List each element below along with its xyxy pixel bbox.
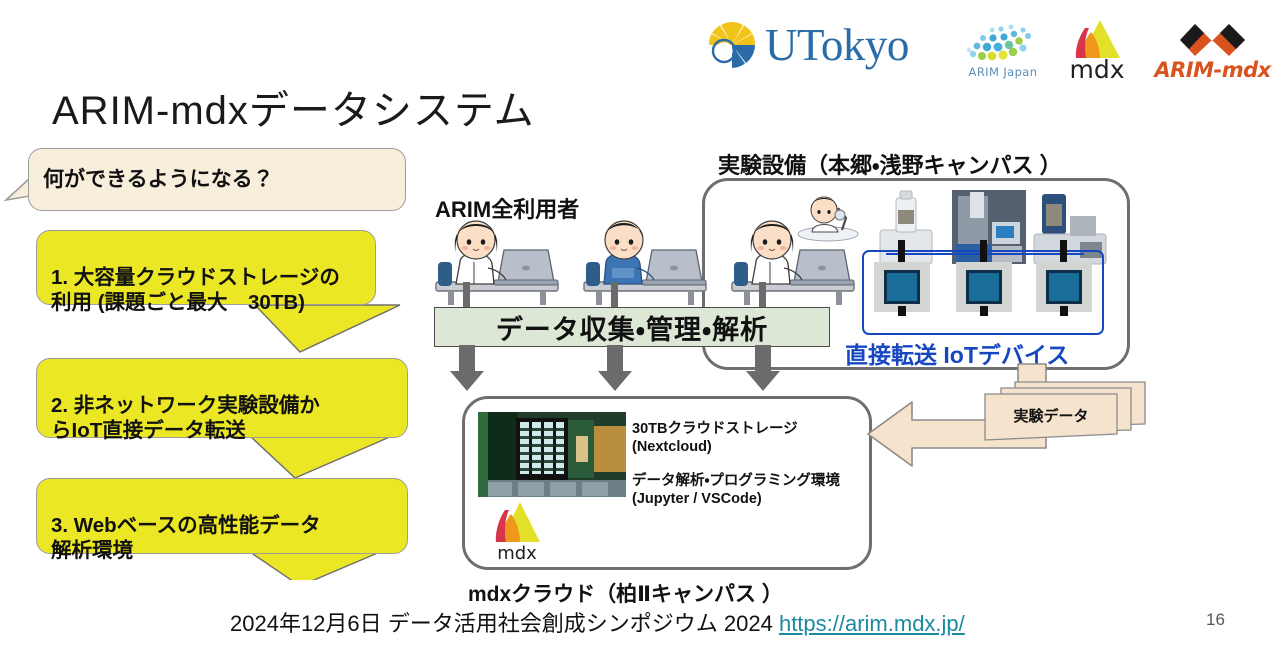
arim-mdx-logo: ARIM-mdx [1150, 18, 1275, 82]
spacer [632, 456, 862, 472]
arim-japan-dots-icon [966, 24, 1031, 61]
experiment-data-label: 実験データ [1013, 407, 1088, 425]
page-number: 16 [1206, 610, 1225, 629]
iot-devices-layer [874, 240, 1092, 316]
arim-japan-wordmark: ARIM Japan [968, 65, 1038, 79]
iot-device-3 [1036, 262, 1092, 316]
mdx-inline-logo: mdx [480, 500, 554, 564]
cloud-feature-1-line1: 30TBクラウドストレージ [632, 421, 798, 437]
footer: 2024年12月6日 データ活用社会創成シンポジウム 2024 https://… [230, 606, 965, 638]
person-to-band-connectors [463, 282, 766, 308]
logo-row: UTokyo [700, 12, 1280, 84]
footer-date-event: 2024年12月6日 データ活用社会創成シンポジウム 2024 [230, 611, 773, 636]
mdx-mountain-icon [1075, 20, 1120, 58]
mdx-logo: mdx [1060, 18, 1134, 84]
instrument-3 [1033, 194, 1107, 265]
cloud-feature-2-line1: データ解析・プログラミング環境 [632, 473, 840, 490]
callout-item-2: 2. 非ネットワーク実験設備か らIoT直接データ転送 [36, 358, 408, 442]
process-band: データ収集・管理・解析 [434, 307, 830, 347]
cloud-feature-2-line2: (Jupyter / VSCode) [632, 491, 762, 508]
iot-device-2 [956, 262, 1012, 316]
datacenter-photo [478, 412, 626, 497]
arim-japan-logo: ARIM Japan [955, 20, 1051, 80]
callout-item-1: 1. 大容量クラウドストレージの 利用 (課題ごと最大 30TB) [36, 230, 376, 314]
microscope-person-icon [797, 196, 859, 242]
svg-text:mdx: mdx [497, 543, 537, 562]
callout-question: 何ができるようになる？ [28, 148, 406, 211]
mdx-mountain-inline-icon: mdx [495, 502, 540, 564]
label-mdx-cloud: mdxクラウド（柏Ⅱキャンパス ） [468, 583, 783, 606]
instrument-1 [879, 190, 933, 265]
callout-item-3: 3. Webベースの高性能データ 解析環境 [36, 478, 408, 562]
iot-device-1 [874, 262, 930, 316]
arim-mdx-wordmark: ARIM-mdx [1154, 58, 1271, 82]
cloud-feature-list: 30TBクラウドストレージ (Nextcloud) データ解析・プログラミング環… [632, 420, 862, 509]
cloud-feature-1-line2: (Nextcloud) [632, 439, 712, 456]
band-to-cloud-arrows [450, 345, 780, 391]
utokyo-wordmark: UTokyo [765, 19, 909, 70]
callout-item-2-text: 2. 非ネットワーク実験設備か らIoT直接データ転送 [51, 394, 320, 442]
arim-mdx-diamond-icon [1180, 24, 1245, 56]
experiment-data-stack: 実験データ [984, 381, 1146, 441]
callout-item-1-text: 1. 大容量クラウドストレージの 利用 (課題ごと最大 30TB) [51, 266, 340, 314]
callout-item-3-text: 3. Webベースの高性能データ 解析環境 [51, 514, 321, 562]
label-arim-users: ARIM全利用者 [435, 197, 580, 222]
mdx-wordmark: mdx [1069, 55, 1125, 84]
illustrations-layer [435, 220, 855, 306]
utokyo-ginkgo-icon [705, 18, 759, 72]
callout-question-text: 何ができるようになる？ [43, 167, 274, 191]
label-experimental-equipment: 実験設備（本郷・浅野キャンパス ） [718, 153, 1062, 178]
utokyo-logo: UTokyo [705, 18, 909, 72]
page-title: ARIM-mdxデータシステム [52, 89, 535, 133]
footer-url-link[interactable]: https://arim.mdx.jp/ [778, 611, 965, 636]
